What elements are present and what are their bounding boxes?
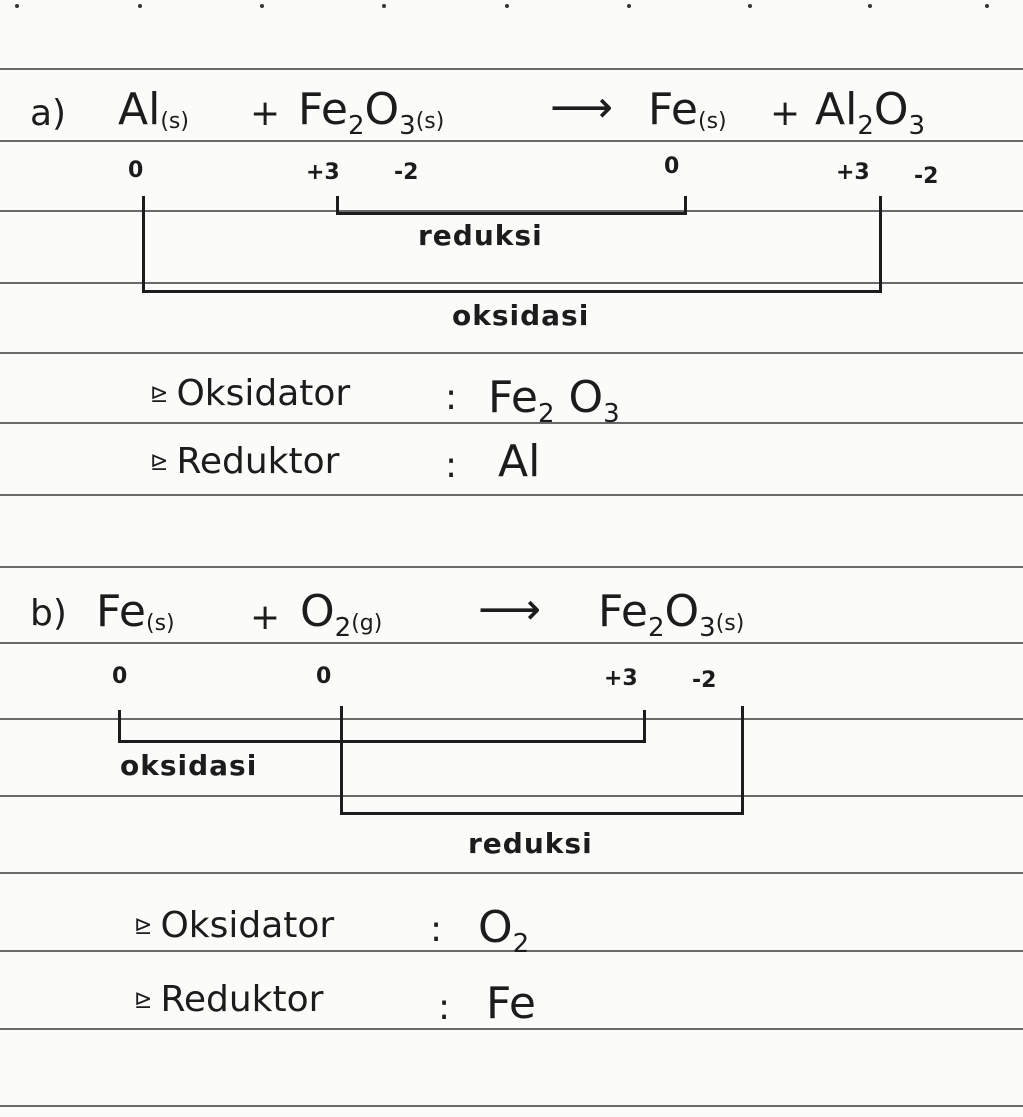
colon: : [430,909,443,950]
ruled-line [0,494,1023,496]
triangle-bullet-icon: ⊵ [134,914,153,939]
ruled-line [0,68,1023,70]
reduction-label: reduksi [418,219,543,252]
ruled-line [0,566,1023,568]
triangle-bullet-icon: ⊵ [134,988,153,1013]
triangle-bullet-icon: ⊵ [150,382,169,407]
reductor-line-a: ⊵Reduktor [150,441,340,482]
ox-num-al-product: +3 [836,160,870,185]
ox-num-fe-product: 0 [664,154,680,179]
part-b-reactant-2: O2(g) [300,586,383,643]
part-a-label: a) [30,93,67,134]
ox-num-o: -2 [394,160,419,185]
plus-sign: + [250,597,281,638]
part-b-product: Fe2O3(s) [598,586,745,643]
colon: : [445,377,458,418]
ruled-line [0,140,1023,142]
ox-num-al: 0 [128,158,144,183]
ox-num-fe-product: +3 [604,666,638,691]
oxidizer-line-b: ⊵Oksidator [134,905,335,946]
reaction-arrow: ⟶ [550,82,614,133]
ox-num-o: 0 [316,664,332,689]
ruled-line [0,282,1023,284]
part-b-reactant-1: Fe(s) [96,586,175,637]
oxidizer-line-a: ⊵Oksidator [150,373,351,414]
part-a-product-2: Al2O3 [815,84,926,141]
reduction-bracket [336,196,687,215]
oxidation-label: oksidasi [452,299,590,332]
oxidizer-value-a: Fe2 O3 [488,372,620,429]
ox-num-o-product: -2 [692,668,717,693]
ruled-line [0,1105,1023,1107]
part-b-label: b) [30,593,67,634]
reduction-bracket [340,706,744,815]
plus-sign: + [250,93,281,134]
colon: : [445,445,458,486]
reductor-value-a: Al [498,436,541,487]
ruled-line [0,422,1023,424]
reaction-arrow: ⟶ [478,584,542,635]
ruled-line [0,718,1023,720]
oxidation-label: oksidasi [120,749,258,782]
triangle-bullet-icon: ⊵ [150,450,169,475]
ruled-line [0,795,1023,797]
ox-num-o-product: -2 [914,164,939,189]
ruled-line [0,210,1023,212]
reduction-label: reduksi [468,827,593,860]
ruled-line [0,950,1023,952]
reductor-value-b: Fe [486,978,536,1029]
oxidation-bracket [118,710,646,743]
plus-sign: + [770,93,801,134]
ruled-line [0,642,1023,644]
oxidation-bracket [142,196,882,293]
reductor-line-b: ⊵Reduktor [134,979,324,1020]
part-a-reactant-1: Al(s) [118,84,189,135]
part-a-product-1: Fe(s) [648,84,727,135]
ox-num-fe: +3 [306,160,340,185]
colon: : [438,987,451,1028]
ruled-line [0,872,1023,874]
ruled-line [0,1028,1023,1030]
ox-num-fe: 0 [112,664,128,689]
ruled-line [0,352,1023,354]
oxidizer-value-b: O2 [478,902,530,959]
part-a-reactant-2: Fe2O3(s) [298,84,445,141]
